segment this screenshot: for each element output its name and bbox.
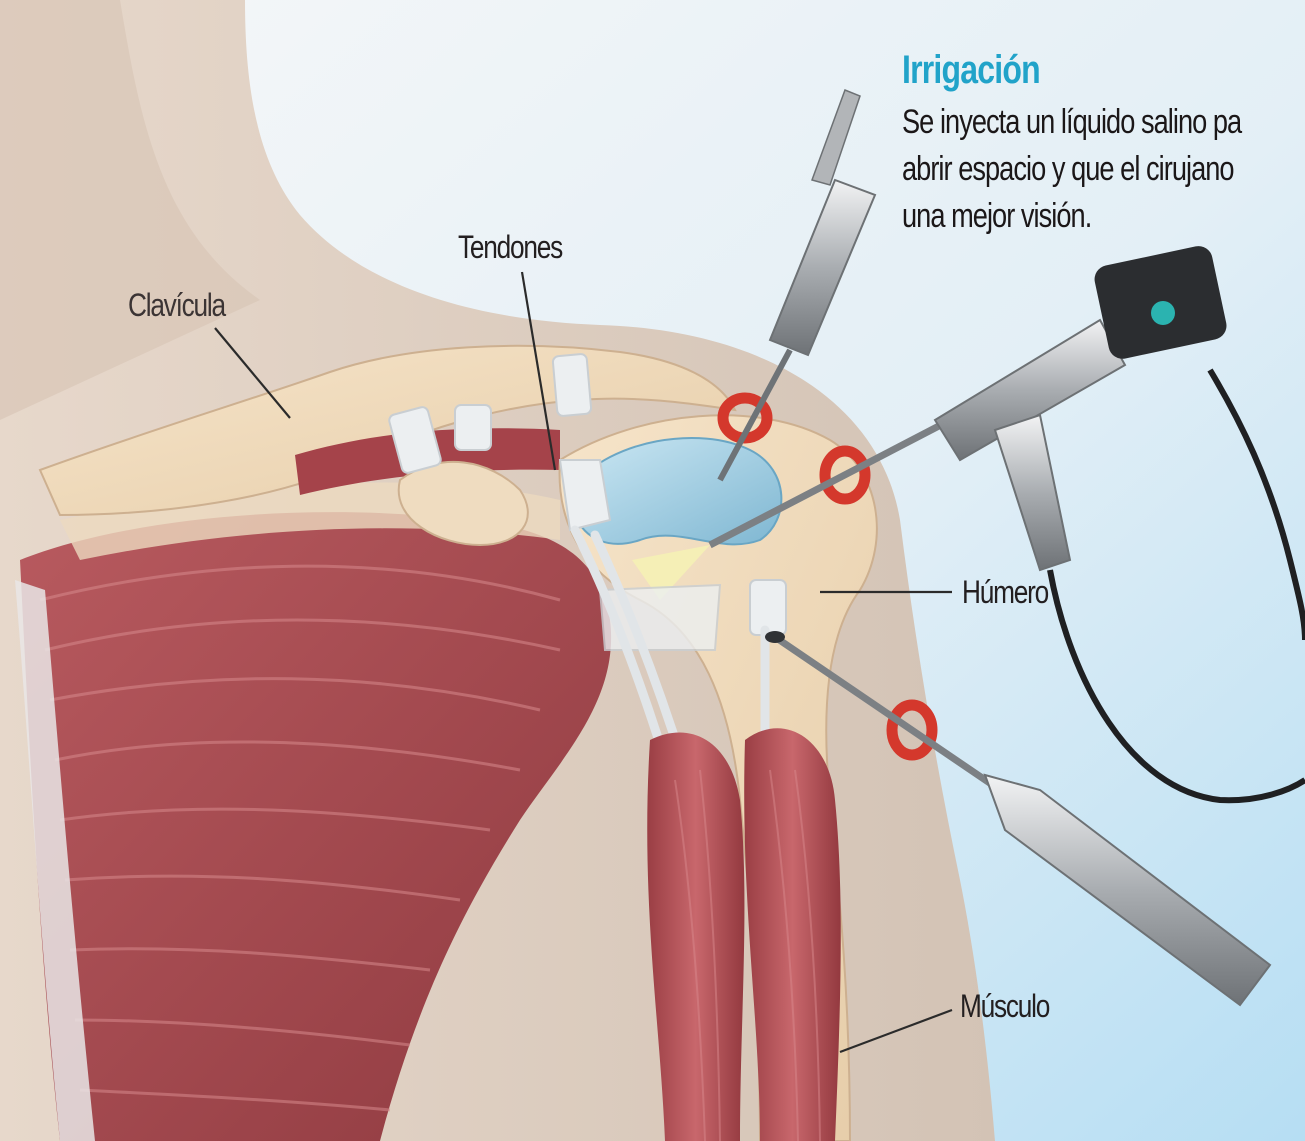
irrigation-text-line-3: una mejor visión. <box>902 199 1091 233</box>
biceps-muscle-left <box>647 733 744 1141</box>
irrigation-text-line-2: abrir espacio y que el cirujano <box>902 152 1234 186</box>
label-clavicula: Clavícula <box>128 289 225 321</box>
label-musculo: Músculo <box>960 990 1049 1022</box>
irrigation-text-line-1: Se inyecta un líquido salino pa <box>902 105 1241 139</box>
irrigation-title: Irrigación <box>902 50 1224 90</box>
biceps-muscle-right <box>744 728 841 1141</box>
irrigation-callout: Irrigación Se inyecta un líquido salino … <box>902 50 1305 240</box>
label-tendones: Tendones <box>458 231 562 263</box>
label-humero: Húmero <box>962 576 1048 608</box>
